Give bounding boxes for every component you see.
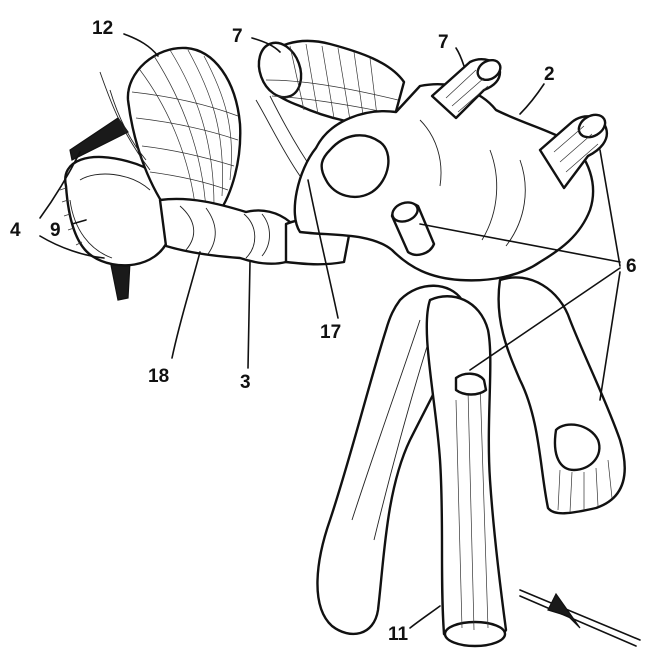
direction-arrow: [520, 590, 640, 646]
label-17: 17: [320, 322, 341, 343]
label-6: 6: [626, 256, 637, 277]
label-7-left: 7: [232, 26, 243, 47]
lower-middle-branch: [427, 296, 506, 646]
label-4: 4: [10, 220, 21, 241]
label-12: 12: [92, 18, 113, 39]
label-9: 9: [50, 220, 61, 241]
label-18: 18: [148, 366, 169, 387]
right-branch: [499, 277, 625, 513]
label-2: 2: [544, 64, 555, 85]
label-3: 3: [240, 372, 251, 393]
label-7-right: 7: [438, 32, 449, 53]
label-11: 11: [388, 624, 409, 645]
